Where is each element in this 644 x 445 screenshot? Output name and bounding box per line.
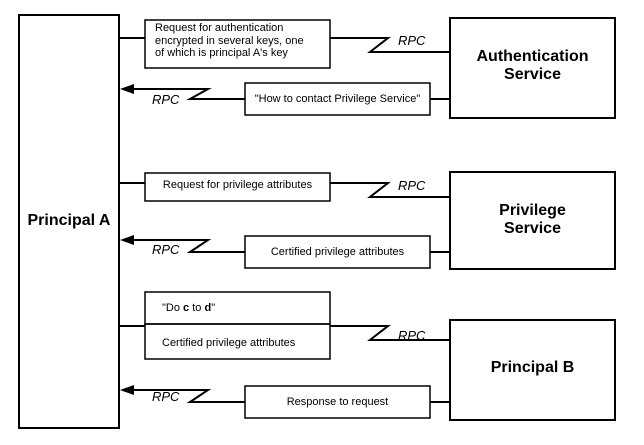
auth-request-line2: encrypted in several keys, one [155,34,304,47]
auth-service-box [449,17,616,119]
arrow-priv-request [119,182,450,198]
arrow-b-request [119,325,450,341]
auth-service-label: Authentication Service [450,48,615,85]
principal-b-label: Principal B [490,359,575,376]
auth-request-label: Request for authentication encrypted in … [155,22,304,60]
auth-service-line1: Authentication [476,48,589,65]
privilege-service-label: Privilege Service [450,202,615,239]
privilege-service-line2: Service [504,220,561,238]
auth-service-line2: Service [504,66,561,84]
rpc-label-b-request: RPC [398,328,426,343]
arrow-auth-request [119,37,450,53]
rpc-label-auth-response: RPC [152,92,180,107]
arrow-auth-response [120,84,450,100]
b-request-part2-label: Certified privilege attributes [162,337,296,349]
b-request-prefix: "Do [162,302,184,314]
auth-request-line3: of which is principal A's key [155,47,288,60]
rpc-label-priv-request: RPC [398,178,426,193]
arrow-b-response [120,385,450,403]
arrow-priv-response [120,235,450,253]
privilege-service-line1: Privilege [499,202,566,219]
principal-a-box [18,14,120,429]
privilege-service-box [449,171,616,270]
b-request-c: c [183,302,190,314]
b-request-mid: to [189,302,205,314]
b-request-d: d [204,302,212,314]
rpc-label-b-response: RPC [152,389,180,404]
auth-request-line1: Request for authentication [155,22,284,34]
principal-b-box [449,319,616,421]
priv-request-label: Request for privilege attributes [162,179,313,191]
b-request-suffix: " [211,302,216,314]
auth-request-box [144,19,331,69]
rpc-label-priv-response: RPC [152,242,180,257]
b-request-part1-label: "Do c to d" [162,302,215,315]
priv-response-label: Certified privilege attributes [270,246,405,258]
auth-response-label: "How to contact Privilege Service" [254,93,421,105]
b-response-label: Response to request [286,396,389,408]
rpc-label-auth-request: RPC [398,33,426,48]
principal-a-label: Principal A [27,212,111,229]
priv-request-box [144,172,331,202]
b-request-box-bottom [144,323,331,360]
